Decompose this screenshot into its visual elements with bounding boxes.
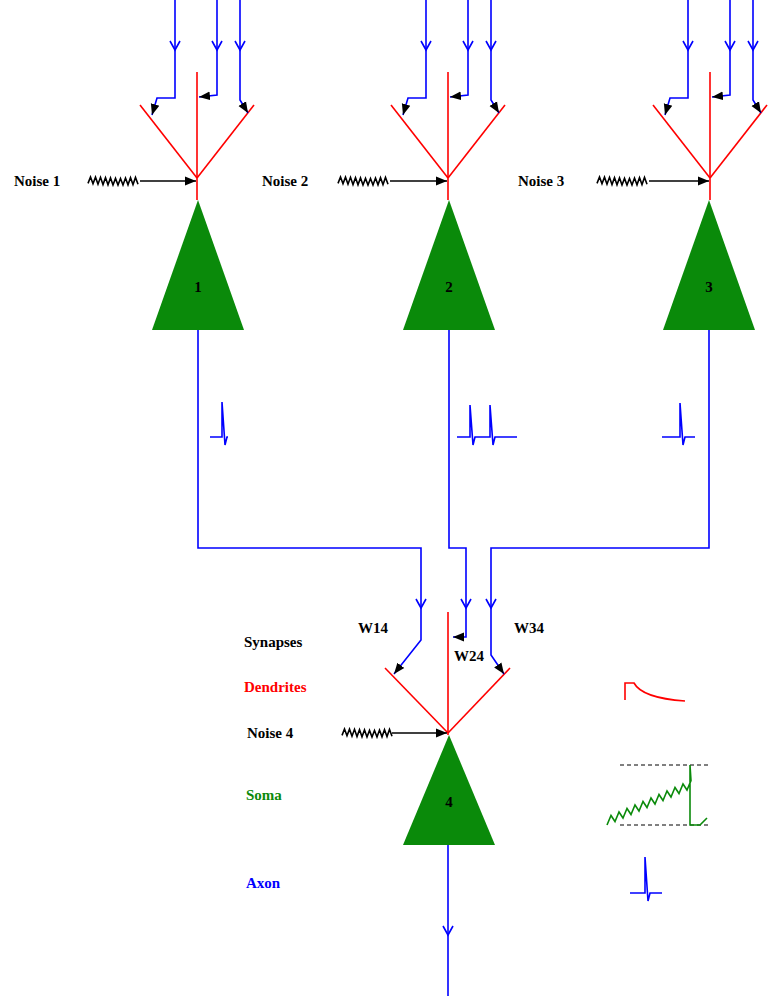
weight-label: W34	[514, 620, 544, 637]
arrowhead	[725, 41, 735, 50]
axon-group	[449, 330, 471, 637]
soma-triangle	[403, 200, 495, 330]
noise-synapse	[390, 180, 447, 182]
axon-group	[486, 330, 709, 674]
arrowhead	[463, 41, 473, 50]
noise-label: Noise 4	[247, 725, 293, 742]
dendrite	[447, 72, 449, 200]
dendrite	[391, 105, 448, 178]
input-axon	[240, 0, 248, 113]
input-axon	[199, 0, 217, 97]
neuron-number: 4	[445, 795, 453, 810]
dendrite	[448, 105, 505, 178]
dendrite	[140, 105, 197, 178]
soma-triangle	[403, 735, 495, 845]
arrowhead	[486, 599, 496, 608]
noise-trace	[88, 177, 138, 185]
input-axon	[450, 0, 468, 97]
soma-triangle	[663, 200, 755, 330]
arrowhead	[421, 41, 431, 50]
dendrite	[653, 105, 710, 178]
soma-triangle	[403, 735, 495, 845]
noise-label: Noise 1	[14, 173, 60, 190]
dendrite	[447, 612, 449, 735]
noise-trace	[338, 177, 388, 185]
neuron-number: 1	[194, 280, 202, 295]
arrowhead	[748, 41, 758, 50]
arrowhead	[212, 41, 222, 50]
spike-train-icon	[457, 405, 517, 445]
soma-triangle	[663, 200, 755, 330]
part-name: Axon	[246, 875, 280, 892]
dendrite	[197, 105, 254, 178]
weight-label: W24	[454, 648, 484, 665]
part-name: Dendrites	[244, 679, 307, 696]
arrowhead	[416, 599, 426, 608]
arrowhead	[461, 599, 471, 608]
noise-label: Noise 2	[262, 173, 308, 190]
dendrite	[448, 668, 510, 733]
noise-trace	[342, 729, 392, 737]
noise-synapse	[140, 180, 196, 182]
arrowhead	[235, 41, 245, 50]
neuron-soma: 2	[403, 200, 495, 330]
neuron-soma: 3	[663, 200, 755, 330]
membrane-potential-icon	[607, 765, 707, 825]
arrowhead	[443, 926, 453, 935]
dendrite	[710, 105, 767, 178]
axon-group	[198, 330, 426, 674]
arrowhead	[683, 41, 693, 50]
input-axon	[712, 0, 730, 97]
neuron-number: 2	[445, 280, 453, 295]
dendrite	[196, 72, 198, 200]
weight-label: W14	[358, 620, 388, 637]
spike-icon	[630, 857, 662, 901]
soma-triangle	[152, 200, 244, 330]
part-name: Synapses	[244, 634, 302, 651]
axon-connector	[449, 330, 466, 637]
neuron-soma: 4	[403, 735, 495, 845]
dendrite	[385, 668, 448, 733]
input-axon	[152, 0, 175, 115]
soma-triangle	[403, 200, 495, 330]
neuron-number: 3	[705, 280, 713, 295]
spike-icon	[210, 402, 228, 445]
dendrite	[709, 72, 711, 200]
output-axon	[447, 845, 449, 996]
noise-label: Noise 3	[518, 173, 564, 190]
neuron-soma: 1	[152, 200, 244, 330]
input-axon	[403, 0, 426, 115]
noise-synapse	[392, 732, 447, 734]
noise-trace	[597, 177, 647, 185]
axon-connector	[198, 330, 421, 674]
soma-triangle	[152, 200, 244, 330]
axon-connector	[491, 330, 709, 674]
part-name: Soma	[246, 787, 282, 804]
arrowhead	[170, 41, 180, 50]
spike-icon	[662, 403, 695, 445]
threshold-line	[620, 765, 708, 766]
input-axon	[665, 0, 688, 115]
noise-synapse	[649, 180, 709, 182]
input-axon	[753, 0, 761, 113]
epsp-icon	[625, 683, 685, 701]
arrowhead	[486, 41, 496, 50]
input-axon	[491, 0, 499, 113]
